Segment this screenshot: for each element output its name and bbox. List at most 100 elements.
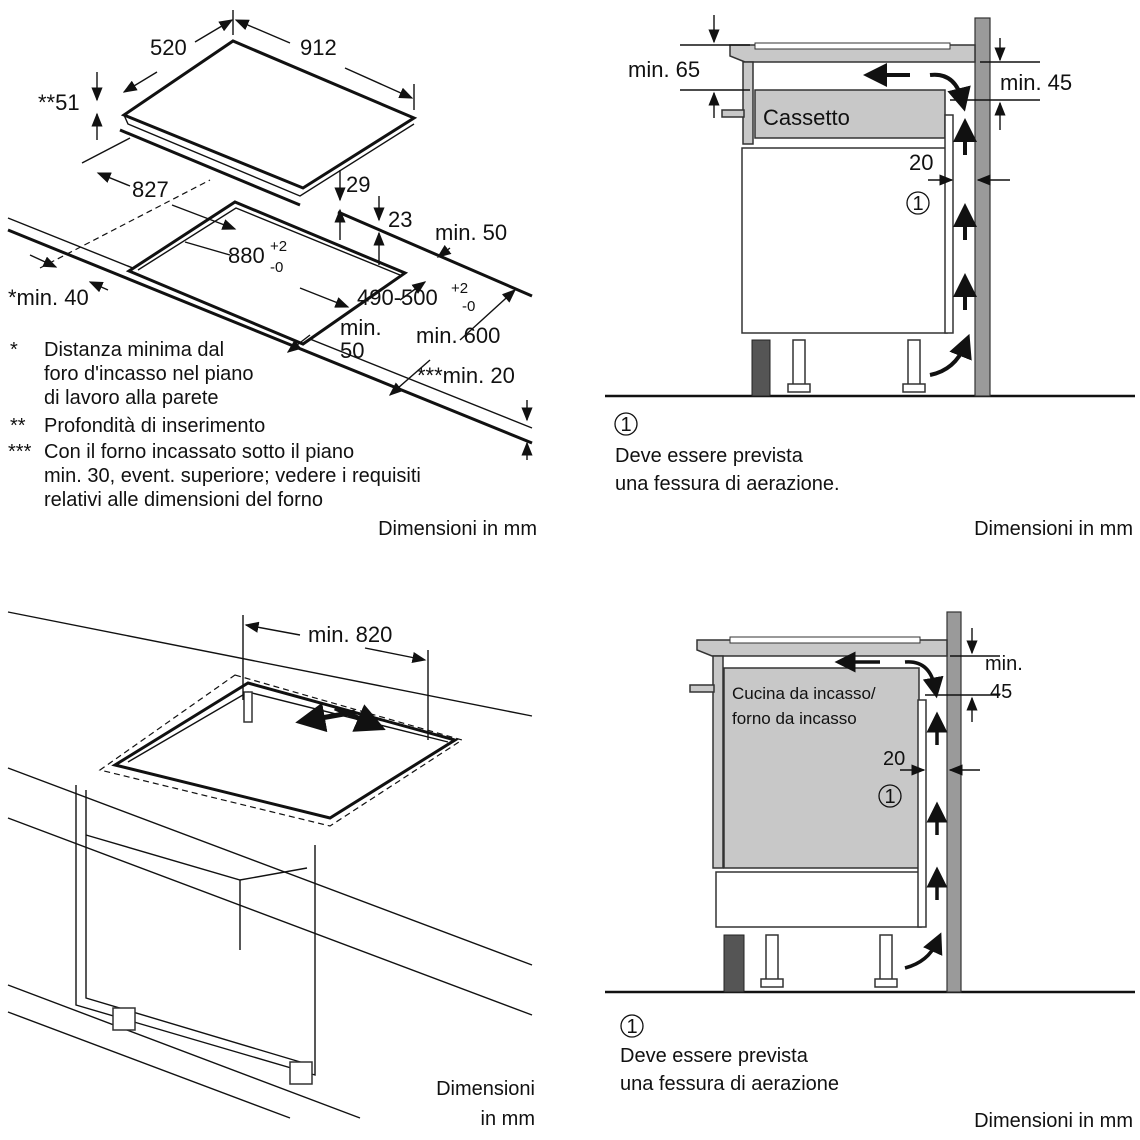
dim-45: 45 (990, 681, 1012, 703)
drawer-label: Cassetto (763, 105, 850, 130)
dim-min-65: min. 65 (628, 57, 700, 82)
dim-arrow (88, 281, 109, 293)
dim-arrow (171, 204, 237, 230)
oven-label: Cucina da incasso/ (732, 684, 876, 703)
units-label: Dimensioni in mm (974, 1110, 1133, 1132)
dim-min-50-wall: min. 50 (435, 220, 507, 245)
marker-circle (906, 191, 930, 215)
dim-min: min. (985, 653, 1023, 675)
cutout-outline (125, 200, 409, 346)
note-line: Con il forno incassato sotto il piano (44, 441, 354, 463)
note-line: Profondità di inserimento (44, 415, 265, 437)
units-label: in mm (481, 1108, 535, 1130)
note-line: Distanza minima dal (44, 339, 224, 361)
counter-front-bottom (7, 817, 533, 1016)
dim-50-front: 50 (340, 338, 364, 363)
airflow-arrows (834, 651, 948, 970)
tolerance-plus: +2 (451, 280, 468, 297)
cabinet-frame (75, 785, 316, 1076)
foot (112, 1007, 136, 1031)
hob-glass (729, 636, 921, 644)
dim-min-600: min. 600 (416, 323, 500, 348)
note-mark: *** (8, 441, 32, 463)
dim-51: **51 (38, 90, 80, 115)
dim-29: 29 (346, 172, 370, 197)
dim-arrow (234, 19, 291, 44)
plinth-line (7, 984, 361, 1119)
cutout-outline (111, 681, 459, 820)
cabinet-back (917, 699, 927, 928)
counter-front-edge (7, 228, 533, 445)
insert-arrow (334, 704, 386, 732)
foot (289, 1061, 313, 1085)
note-line: di lavoro alla parete (44, 387, 219, 409)
foot-base (787, 383, 811, 393)
dim-23: 23 (388, 207, 412, 232)
dim-arrow (122, 71, 158, 93)
marker-1: 1 (884, 786, 895, 808)
foot (765, 934, 779, 981)
hob-underside (119, 128, 301, 207)
dim-20: 20 (883, 748, 905, 770)
dim-arrow (459, 289, 517, 341)
cutout-inner (137, 207, 401, 276)
plinth (751, 339, 771, 397)
note-line: foro d'incasso nel piano (44, 363, 254, 385)
plinth-line (7, 1011, 291, 1119)
dim-min-45: min. 45 (1000, 70, 1072, 95)
dim-arrow (96, 172, 131, 187)
dim-arrow (29, 254, 58, 268)
legend-marker: 1 (620, 414, 631, 436)
dim-min-820: min. 820 (308, 622, 392, 647)
oven-label: forno da incasso (732, 709, 857, 728)
plinth (723, 934, 745, 993)
dim-arrow (399, 281, 427, 301)
front-panel (742, 61, 754, 145)
foot (879, 934, 893, 981)
legend-marker-circle (614, 412, 638, 436)
dim-min-front: min. (340, 315, 382, 340)
counter-back-line (7, 611, 533, 717)
drawer-ventilation-diagram: Cassetto min. 65 min. 45 20 1 1 (605, 15, 1135, 540)
legend-line: una fessura di aerazione (620, 1073, 839, 1095)
legend-line: Deve essere prevista (620, 1045, 809, 1067)
legend-line: una fessura di aerazione. (615, 473, 840, 495)
units-label: Dimensioni in mm (378, 518, 537, 540)
drawer-handle (721, 109, 745, 118)
dim-arrow (194, 19, 234, 43)
dim-min-40: *min. 40 (8, 285, 89, 310)
foot-base (902, 383, 926, 393)
foot (907, 339, 921, 386)
units-label: Dimensioni in mm (974, 518, 1133, 540)
note-mark: * (10, 339, 18, 361)
shelf (85, 834, 308, 881)
cabinet (741, 147, 948, 334)
oven-handle (689, 684, 715, 693)
dim-arrow (436, 244, 452, 258)
dim-line (184, 241, 231, 256)
dashed-projection (39, 179, 211, 269)
hob-top (120, 39, 418, 190)
dim-880: 880 (228, 243, 265, 268)
dim-arrow (388, 359, 431, 396)
dim-490-500: 490-500 (357, 285, 438, 310)
tolerance-minus: -0 (270, 259, 283, 276)
dim-arrow (299, 287, 350, 308)
hob-thickness (123, 114, 415, 197)
dashed-cabinet-outline (98, 674, 464, 827)
wall (946, 611, 962, 993)
footnotes: * Distanza minima dal foro d'incasso nel… (8, 339, 421, 511)
front-panel (712, 655, 724, 869)
dim-827: 827 (132, 177, 169, 202)
legend-line: Deve essere prevista (615, 445, 804, 467)
airflow-arrows (863, 63, 977, 377)
note-line: min. 30, event. superiore; vedere i requ… (44, 465, 421, 487)
dim-arrow (364, 647, 427, 664)
dim-520: 520 (150, 35, 187, 60)
foot-base (760, 978, 784, 988)
legend-marker: 1 (626, 1016, 637, 1038)
hob-cutout-diagram: 520 912 **51 827 29 23 min. 50 880 +2 -0… (7, 10, 537, 540)
marker-1: 1 (912, 193, 923, 215)
dim-arrow (286, 334, 311, 353)
